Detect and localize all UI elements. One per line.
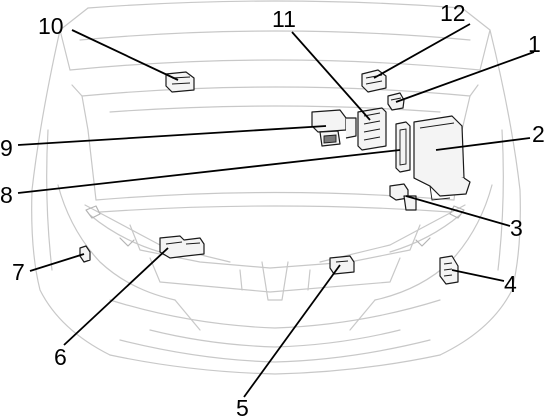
- component-6-connector: [159, 235, 205, 259]
- callout-10: 10: [38, 13, 64, 39]
- component-2-fuse-box: [413, 115, 471, 201]
- leader-4: [451, 269, 505, 282]
- leader-6: [63, 247, 169, 346]
- component-11-module: [357, 107, 387, 151]
- callout-9: 9: [0, 135, 13, 161]
- component-9-connector: [311, 109, 357, 147]
- leader-2: [435, 137, 531, 151]
- callout-7: 7: [12, 259, 25, 285]
- callout-5: 5: [236, 395, 249, 420]
- leader-1: [395, 51, 535, 103]
- component-5-connector: [329, 255, 355, 275]
- component-3-relay: [389, 183, 417, 211]
- component-4-unit: [439, 255, 459, 285]
- callout-11: 11: [272, 6, 296, 32]
- callout-8: 8: [0, 182, 13, 208]
- leader-7: [29, 253, 85, 272]
- callout-6: 6: [54, 344, 67, 370]
- leader-lines: [17, 23, 535, 398]
- leader-12: [373, 23, 471, 79]
- callout-1: 1: [528, 31, 541, 57]
- callout-12: 12: [440, 0, 466, 26]
- component-8-relay-box: [395, 121, 411, 173]
- leader-9: [17, 125, 327, 146]
- component-10-relay: [165, 71, 195, 93]
- callout-2: 2: [532, 121, 545, 147]
- callout-3: 3: [510, 215, 523, 241]
- leader-11: [291, 31, 371, 121]
- leader-8: [17, 149, 401, 194]
- leader-3: [405, 195, 511, 227]
- leader-5: [243, 264, 341, 398]
- callout-4: 4: [504, 271, 517, 297]
- leader-10: [71, 29, 179, 81]
